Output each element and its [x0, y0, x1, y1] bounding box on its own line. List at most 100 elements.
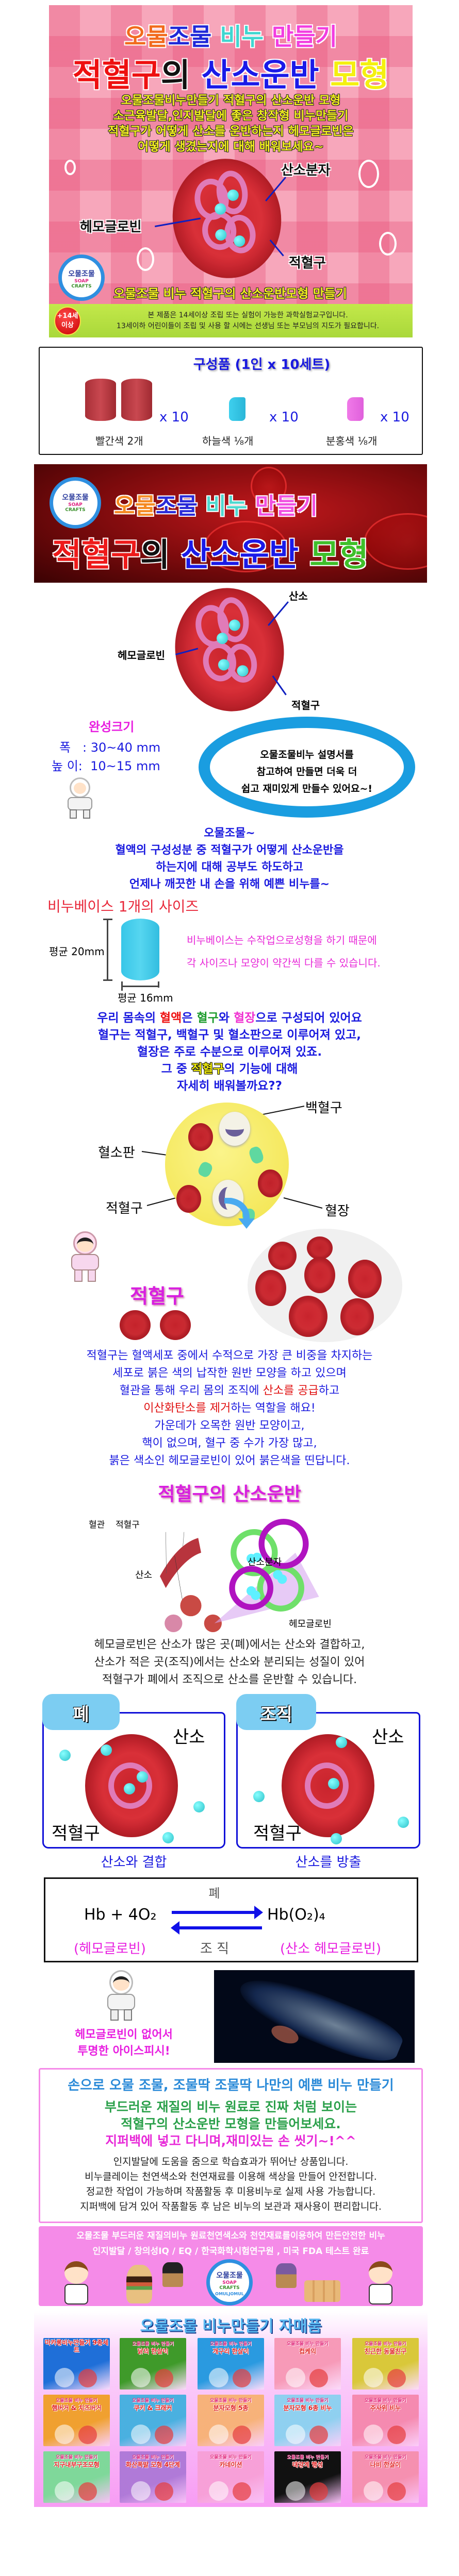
- rbc-3d-image: [248, 1229, 402, 1342]
- title-segment: 만들기: [271, 23, 337, 50]
- rbc-description-line: 혈관을 통해 우리 몸의 조직에 산소를 공급하고: [0, 1382, 459, 1400]
- equation-left-name: (헤모글로빈): [74, 1941, 146, 1957]
- dimension-tick: [158, 981, 159, 988]
- title-segment: 비누: [197, 493, 255, 519]
- transport-line: 헤모글로빈은 산소가 많은 곳(폐)에서는 산소와 결합하고,: [94, 1638, 365, 1651]
- promo-feature-line: 인지발달에 도움을 줌으로 학습효과가 뛰어난 상품입니다.: [113, 2156, 349, 2167]
- title-segment: 혈구: [196, 1011, 219, 1025]
- size-width-label: 폭: [59, 740, 71, 755]
- hemoglobin-strand: [305, 1762, 349, 1809]
- product-tile-header: 오물조물 비누 만들기: [365, 2342, 406, 2347]
- age-notice-line: 본 제품은 14세이상 조립 또는 실험이 가능한 과학실험교구입니다.: [147, 311, 348, 319]
- base-size-title: 비누베이스 1개의 사이즈: [47, 898, 199, 915]
- age-badge: +14세 이상: [54, 307, 81, 335]
- text-segment: 혈관을 통해 우리 몸의 조직에: [119, 1384, 263, 1397]
- label-wbc: 백혈구: [305, 1100, 342, 1116]
- title-segment: 적혈구: [52, 536, 141, 573]
- logo-text: SOAP: [222, 2280, 237, 2285]
- product-image: [286, 2368, 305, 2387]
- promo-box: 손으로 오물 조물, 조물딱 조물딱 나만의 예쁜 비누 만들기 부드러운 재질…: [39, 2068, 423, 2223]
- rbc-description-line: 핵이 없으며, 혈구 중 수가 가장 많고,: [0, 1435, 459, 1452]
- caption-release-oxygen: 산소를 방출: [295, 1855, 362, 1870]
- oxygen-bead: [193, 1801, 205, 1812]
- transport-line: 산소가 적은 곳(조직)에서는 산소와 분리되는 성질이 있어: [94, 1656, 365, 1669]
- label-rbc: 적혈구: [291, 699, 320, 711]
- blood-diagram-section: 백혈구 혈소판 적혈구 혈장: [0, 1095, 459, 1229]
- text-segment: 산소를 공급: [263, 1384, 319, 1397]
- blood-intro-line: 그 중 적혈구의 기능에 대해: [0, 1061, 459, 1078]
- bubble-decoration: [137, 247, 154, 271]
- title-segment: 산소운반: [181, 536, 299, 573]
- product-tile-title: 쿠키 & 크래커: [134, 2404, 172, 2412]
- label-rbc: 적혈구: [116, 1520, 140, 1530]
- product-tile-title: 주사위 비누: [370, 2404, 401, 2412]
- logo-name: 오물조물: [62, 494, 89, 502]
- promo-green-line: 적혈구의 산소운반 모형을 만들어보세요.: [121, 2116, 341, 2131]
- logo-text: CRAFTS: [219, 2285, 240, 2291]
- cracker-soap: [304, 2280, 340, 2302]
- title-segment: 적혈구: [72, 56, 161, 94]
- tab-tissue: 조직: [236, 1694, 316, 1730]
- icefish-caption-line: 헤모글로빈이 없어서: [75, 2028, 173, 2041]
- face: [77, 1238, 93, 1252]
- title-segment: 혈액: [160, 1011, 182, 1025]
- face: [369, 2261, 392, 2284]
- size-section: 완성크기 폭 : 30~40 mm 높 이: 10~15 mm 오물조물비누 설…: [0, 717, 459, 820]
- tip-speech-bubble: 오물조물비누 설명서를 참고하여 만들면 더욱 더 쉽고 재미있게 만들수 있어…: [199, 717, 415, 818]
- product-tile-header: 오물조물 비누 만들기: [132, 2342, 174, 2347]
- burger-soap: [126, 2265, 152, 2303]
- product-tile-header: 오물조물 비누 만들기: [132, 2398, 174, 2403]
- rbc-piece: [176, 1185, 201, 1213]
- product-tile[interactable]: 마카롱비누만들기 9종세트: [43, 2338, 110, 2389]
- oxygen-bead: [331, 1833, 342, 1844]
- rbc-model: [282, 1734, 374, 1837]
- size-height-value: 10~15 mm: [90, 759, 160, 773]
- suit: [71, 1254, 99, 1270]
- rbc-section: 적혈구: [0, 1229, 459, 1342]
- label-oxygen: 산소: [289, 590, 308, 602]
- blood-intro-line: 우리 몸속의 혈액은 혈구와 혈장으로 구성되어 있어요: [0, 1010, 459, 1027]
- product-image: [286, 2481, 305, 2501]
- hero-intro-line: 소근육발달,인지발달에 좋은 창작형 비누만들기: [113, 109, 349, 123]
- label-rbc: 적혈구: [253, 1823, 302, 1844]
- blood-cell-decoration: [204, 521, 287, 572]
- hemoglobin-strand: [108, 1762, 152, 1809]
- model-photo-section: 산소 헤모글로빈 적혈구: [0, 579, 459, 720]
- product-image: [78, 2482, 97, 2501]
- finished-size-title: 완성크기: [89, 720, 135, 734]
- label-rbc: 적혈구: [289, 256, 326, 271]
- brand-banner-text: 오물조물 부드러운 재질의비누 원료천연색소와 천연재료를이용하여 만든안전한 …: [39, 2228, 423, 2259]
- rbc-description-line: 세포로 붉은 색의 납작한 원반 모양을 하고 있으며: [0, 1365, 459, 1382]
- product-tile-header: 오물조물 비누 만들기: [210, 2342, 252, 2347]
- rbc-piece: [258, 1170, 283, 1197]
- product-tile-header: 오물조물 비누 만들기: [132, 2455, 174, 2460]
- promo-feature-line: 비누클레이는 천연색소와 천연재료를 이용해 색상을 만들어 안전합니다.: [85, 2171, 377, 2182]
- blood-intro-line: 자세히 배워볼까요??: [177, 1079, 282, 1093]
- product-tile-title: 친근한 동물친구: [364, 2348, 407, 2355]
- product-image: [309, 2369, 328, 2387]
- logo-text: CRAFTS: [71, 283, 92, 289]
- blood-composition-text: 우리 몸속의 혈액은 혈구와 혈장으로 구성되어 있어요 혈구는 적혈구, 백혈…: [0, 1010, 459, 1095]
- equation-box: 폐 Hb + 4O₂ Hb(O₂)₄ (헤모글로빈) 조 직 (산소 헤모글로빈…: [44, 1877, 418, 1962]
- rbc-3d: [289, 1296, 327, 1337]
- blood-vessel: [160, 1538, 201, 1588]
- title-segment: 산소운반: [201, 56, 319, 94]
- rbc-oxygenated: [204, 1614, 222, 1632]
- component-name: 분홍색 ⅛개: [326, 435, 378, 447]
- oxygen-bead: [398, 1817, 409, 1828]
- cupcake-soap: [162, 2262, 183, 2287]
